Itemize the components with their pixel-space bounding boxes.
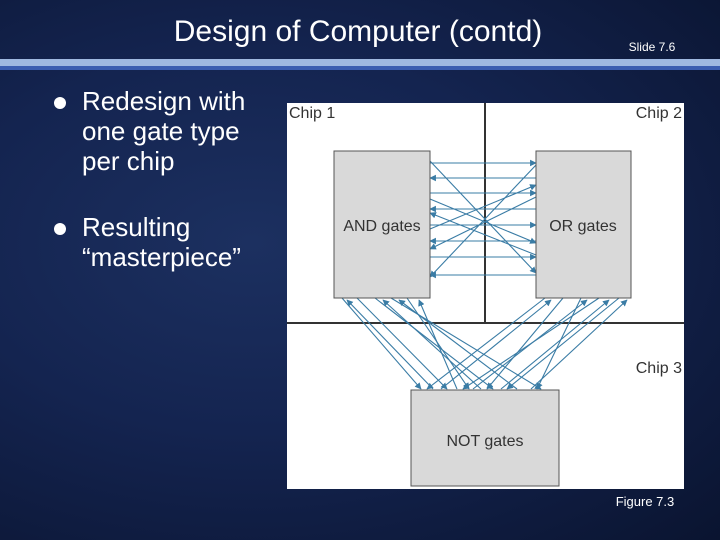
bullet-item: Resulting “masterpiece” <box>50 212 280 272</box>
chip-gate-diagram: Chip 1 Chip 2 Chip 3 <box>287 103 684 489</box>
wire-bundle-vertical <box>341 297 628 390</box>
slide-number: Slide 7.6 <box>628 40 676 54</box>
or-gates-box <box>535 150 632 299</box>
bullet-text: Redesign with one gate type per chip <box>82 86 246 176</box>
bullet-item: Redesign with one gate type per chip <box>50 86 280 176</box>
header-band-light <box>0 59 720 66</box>
bullet-dot-icon <box>54 97 66 109</box>
or-gates-label: OR gates <box>549 218 617 235</box>
and-gates-box <box>333 150 431 299</box>
and-gates-label: AND gates <box>343 218 420 235</box>
header-band-dark <box>0 66 720 70</box>
chip-3-label: Chip 3 <box>636 360 682 377</box>
figure-caption: Figure 7.3 <box>615 494 675 509</box>
bullet-list: Redesign with one gate type per chip Res… <box>50 86 280 308</box>
not-gates-label: NOT gates <box>446 433 523 450</box>
not-gates-box <box>410 389 560 487</box>
bullet-text: Resulting “masterpiece” <box>82 212 241 272</box>
chip-2-label: Chip 2 <box>636 105 682 122</box>
slide-title: Design of Computer (contd) <box>173 15 543 48</box>
wire-bundle-horizontal <box>429 159 537 279</box>
bullet-dot-icon <box>54 223 66 235</box>
chip-1-label: Chip 1 <box>289 105 335 122</box>
